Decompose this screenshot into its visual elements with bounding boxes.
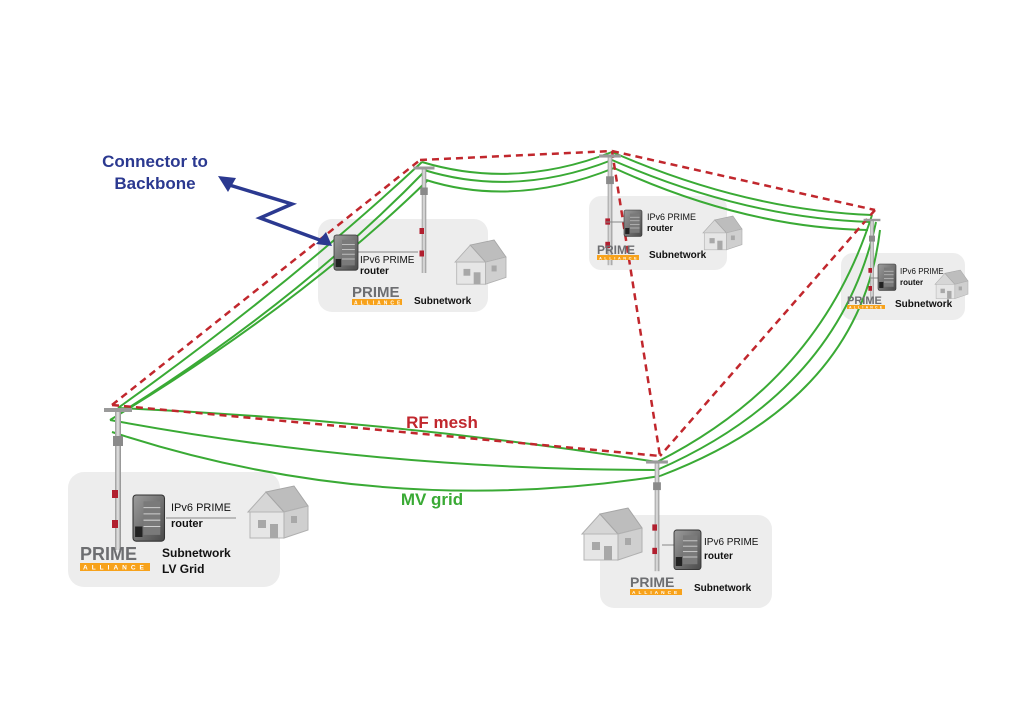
prime-alliance-logo: PRIME ALLIANCE	[352, 284, 403, 307]
house-icon	[581, 507, 643, 561]
router-label: IPv6 PRIME	[360, 255, 415, 266]
routers	[132, 209, 897, 571]
logo-word: PRIME	[630, 574, 674, 590]
subnetwork-labels: Subnetwork Subnetwork Subnetwork Subnetw…	[162, 250, 953, 594]
router-label: IPv6 PRIME	[647, 212, 696, 222]
subnetwork-label: Subnetwork	[162, 546, 231, 560]
router-label: router	[647, 223, 674, 233]
prime-alliance-logo: PRIME ALLIANCE	[80, 544, 150, 572]
router-label: router	[171, 518, 204, 530]
backbone-connector	[218, 176, 332, 246]
router-label: IPv6 PRIME	[704, 537, 759, 548]
subnetwork-label: Subnetwork	[649, 250, 707, 261]
router-device	[132, 494, 166, 542]
logo-word: PRIME	[847, 295, 882, 307]
logo-sub: ALLIANCE	[599, 256, 639, 261]
connector-label: Connector to	[102, 152, 208, 171]
router-label: router	[360, 266, 389, 277]
logo-sub: ALLIANCE	[849, 306, 884, 310]
prime-alliance-logos: PRIME ALLIANCE PRIME ALLIANCE PRIME ALLI…	[80, 243, 885, 596]
logo-sub: ALLIANCE	[354, 301, 403, 307]
connector-label: Backbone	[114, 174, 195, 193]
subnetwork-label-secondary: LV Grid	[162, 562, 204, 576]
router-device	[673, 529, 702, 571]
connector-bolt	[225, 182, 329, 245]
connector-arrowhead-icon	[316, 232, 332, 246]
logo-word: PRIME	[352, 284, 400, 301]
prime-alliance-logo: PRIME ALLIANCE	[597, 243, 639, 261]
router-labels: IPv6 PRIME router IPv6 PRIME router IPv6…	[171, 212, 944, 562]
router-label: router	[704, 551, 733, 562]
logo-word: PRIME	[597, 243, 635, 257]
prime-alliance-logo: PRIME ALLIANCE	[630, 574, 682, 596]
router-device	[877, 263, 897, 291]
subnetwork-label: Subnetwork	[414, 296, 472, 307]
subnetwork-label: Subnetwork	[694, 583, 752, 594]
router-label: router	[900, 278, 923, 287]
subnetwork-panel	[589, 196, 727, 270]
mv-grid-label: MV grid	[401, 490, 463, 509]
router-label: IPv6 PRIME	[171, 502, 231, 514]
logo-word: PRIME	[80, 544, 137, 564]
subnetwork-label: Subnetwork	[895, 299, 953, 310]
logo-sub: ALLIANCE	[83, 565, 148, 572]
router-device	[623, 209, 643, 237]
logo-sub: ALLIANCE	[632, 590, 680, 596]
rf-mesh-label: RF mesh	[406, 413, 478, 432]
prime-alliance-logo: PRIME ALLIANCE	[847, 295, 885, 310]
mv-grid-lines	[109, 151, 881, 492]
connector-arrowhead-icon	[218, 176, 236, 192]
router-device	[333, 234, 359, 271]
rf-mesh-links	[111, 149, 876, 458]
router-label: IPv6 PRIME	[900, 267, 944, 276]
